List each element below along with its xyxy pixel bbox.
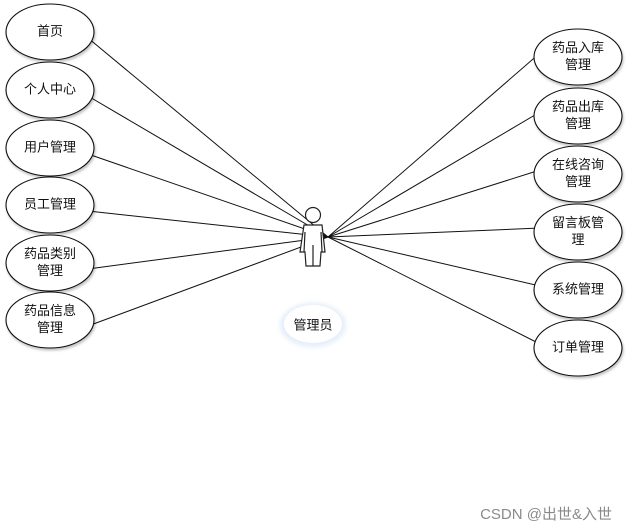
use-case-label: 留言板管	[552, 216, 604, 231]
actor-label-group: 管理员	[280, 303, 346, 347]
use-case-ellipse	[533, 261, 623, 319]
association-line	[327, 236, 541, 287]
use-case-label: 在线咨询	[552, 158, 604, 173]
use-case-label: 药品入库	[552, 40, 604, 56]
association-line	[327, 111, 541, 238]
use-case-ellipse	[533, 203, 623, 261]
use-case-label: 首页	[37, 25, 63, 40]
use-case-ellipse	[533, 87, 623, 145]
association-line	[327, 236, 541, 345]
association-line	[87, 37, 329, 238]
use-case-ellipse	[5, 119, 95, 177]
use-case: 用户管理	[5, 119, 95, 177]
actor-figure	[299, 206, 326, 267]
use-case-label: 管理	[565, 58, 591, 73]
use-case-ellipse	[5, 234, 95, 292]
use-case-label: 员工管理	[24, 198, 76, 213]
use-case-label: 管理	[37, 264, 63, 279]
association-line	[87, 153, 329, 238]
actor-label-bg	[284, 305, 342, 343]
use-case-label: 药品信息	[24, 303, 76, 319]
use-case-label: 药品类别	[24, 247, 76, 262]
use-case-label: 理	[571, 233, 584, 248]
association-line	[327, 169, 541, 238]
csdn-watermark: CSDN @出世&入世	[480, 506, 612, 523]
use-case: 订单管理	[533, 319, 623, 377]
use-case-ellipse	[5, 291, 95, 349]
actor-head	[304, 206, 322, 224]
use-case-label: 管理	[565, 117, 591, 132]
use-case-label: 管理	[37, 321, 63, 336]
use-case: 员工管理	[5, 176, 95, 234]
use-case-ellipse	[533, 28, 623, 86]
use-case: 系统管理	[533, 261, 623, 319]
use-case-label: 个人中心	[24, 83, 76, 98]
use-case-label: 管理	[565, 175, 591, 190]
use-case-ellipse	[5, 61, 95, 119]
use-case-ellipse	[5, 176, 95, 234]
use-case-label: 用户管理	[24, 140, 76, 156]
association-line	[87, 236, 329, 327]
association-line	[87, 236, 329, 270]
association-line	[327, 227, 541, 238]
actor-arm-right	[320, 231, 323, 253]
use-case: 个人中心	[5, 61, 95, 119]
association-line	[87, 210, 329, 238]
association-line	[327, 52, 541, 238]
use-case-ellipse	[533, 319, 623, 377]
use-case: 首页	[5, 3, 95, 61]
use-case-ellipse	[533, 145, 623, 203]
use-case-ellipse	[5, 3, 95, 61]
association-lines	[87, 37, 541, 345]
use-case-label: 系统管理	[552, 283, 604, 298]
use-case-ellipses: 首页个人中心用户管理员工管理药品类别管理药品信息管理药品入库管理药品出库管理在线…	[5, 3, 623, 377]
actor-label: 管理员	[293, 319, 332, 334]
actor-arm-left	[303, 231, 306, 253]
use-case-label: 订单管理	[552, 341, 604, 356]
association-line	[87, 95, 329, 238]
use-case-label: 药品出库	[552, 99, 604, 115]
